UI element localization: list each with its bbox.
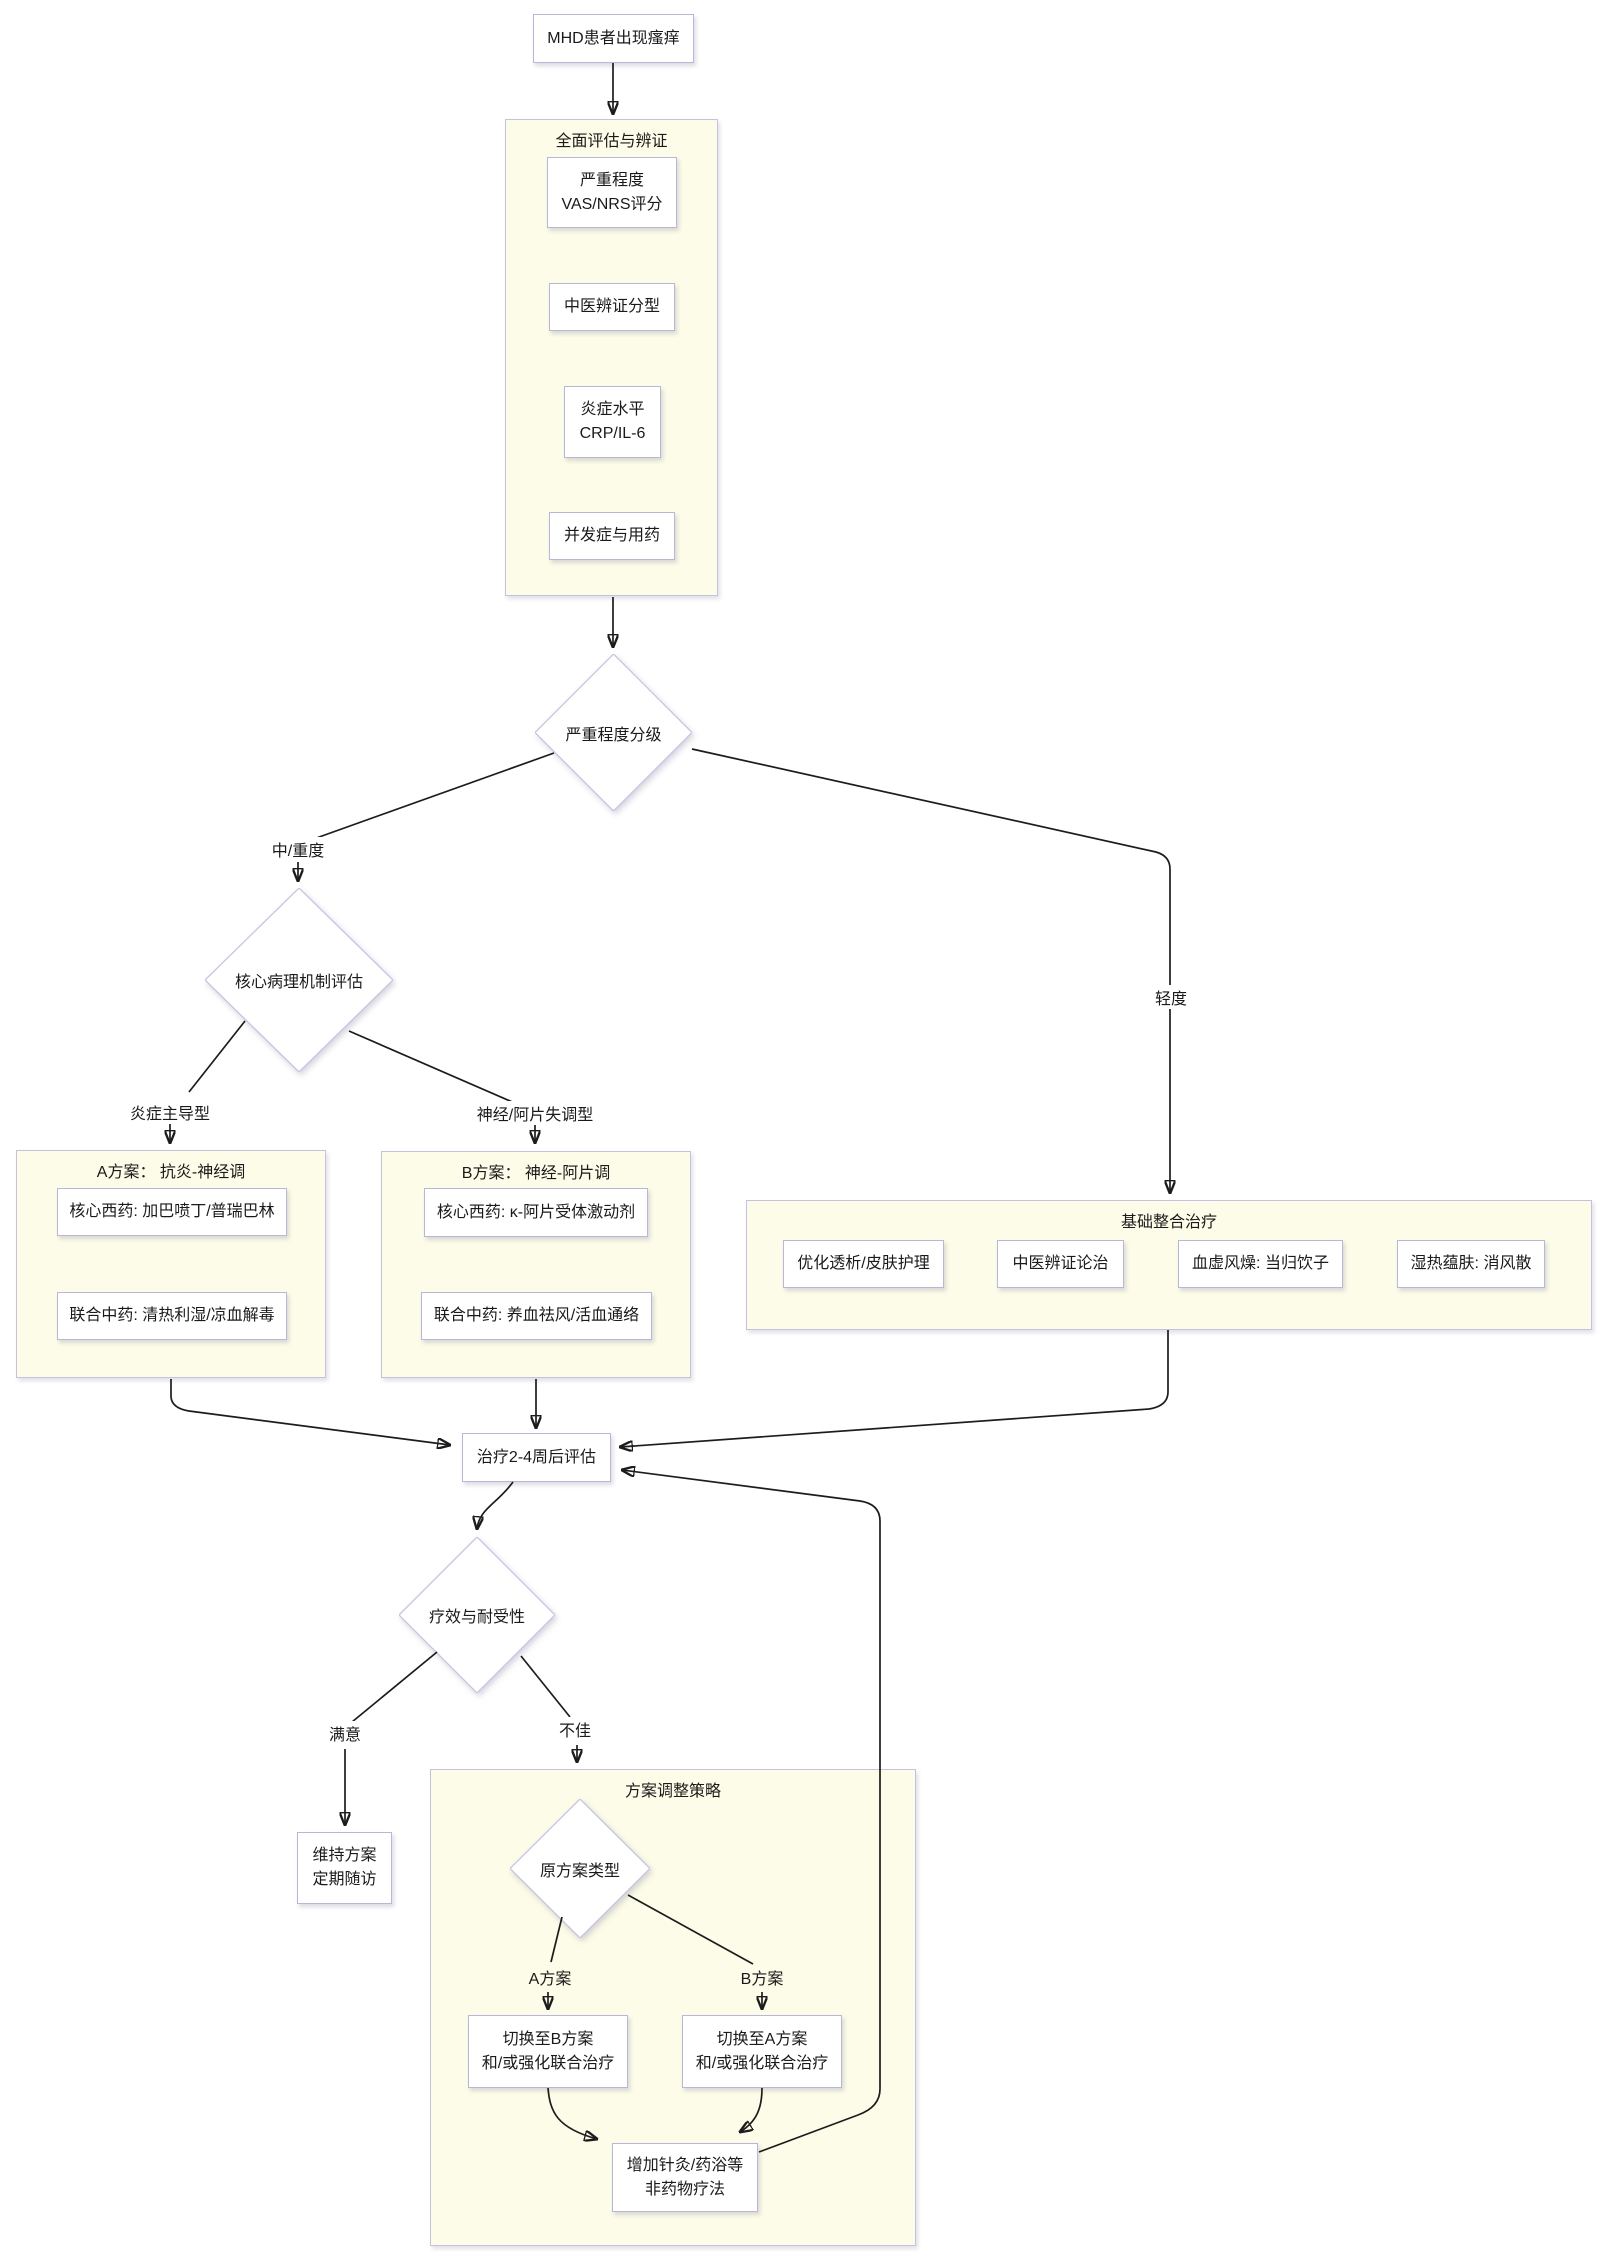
node-inflammation-level: 炎症水平 CRP/IL-6: [564, 386, 661, 458]
edge-label-plan-b: B方案: [740, 1971, 784, 1988]
switch-to-plan-b-line2: 和/或强化联合治疗: [481, 2054, 615, 2072]
edge-label-satisfied: 满意: [325, 1721, 365, 1745]
node-dialysis-skin-care: 优化透析/皮肤护理: [783, 1240, 944, 1288]
node-non-pharmacological: 增加针灸/药浴等 非药物疗法: [612, 2143, 758, 2212]
decision-efficacy-tolerability: 疗效与耐受性: [399, 1537, 555, 1693]
tcm-syndrome-typing-label: 中医辨证分型: [563, 298, 660, 315]
node-blood-deficiency: 血虚风燥: 当归饮子: [1178, 1240, 1343, 1288]
inflammation-line2: CRP/IL-6: [579, 425, 646, 442]
non-pharmacological-line2: 非药物疗法: [644, 2180, 725, 2198]
decision-original-plan-label: 原方案类型: [539, 1862, 620, 1880]
damp-heat-label: 湿热蕴肤: 消风散: [1410, 1255, 1532, 1272]
node-switch-to-plan-b: 切换至B方案 和/或强化联合治疗: [468, 2015, 628, 2088]
container-adjustment-strategy-title: 方案调整策略: [624, 1783, 721, 1800]
decision-efficacy-label: 疗效与耐受性: [428, 1609, 525, 1626]
node-comorbidity-medication: 并发症与用药: [549, 512, 675, 560]
node-plan-a-western-drug: 核心西药: 加巴喷丁/普瑞巴林: [57, 1188, 287, 1236]
dialysis-skin-care-label: 优化透析/皮肤护理: [797, 1255, 930, 1272]
container-plan-a: A方案： 抗炎-神经调: [16, 1150, 326, 1378]
edge-label-moderate-severe: 中/重度: [268, 837, 328, 861]
node-damp-heat: 湿热蕴肤: 消风散: [1397, 1240, 1545, 1288]
container-base-care-title: 基础整合治疗: [1120, 1214, 1217, 1231]
decision-core-mechanism-label: 核心病理机制评估: [234, 974, 363, 991]
switch-to-plan-b-line1: 切换至B方案: [502, 2030, 594, 2048]
evaluation-label: 治疗2-4周后评估: [476, 1448, 597, 1466]
non-pharmacological-line1: 增加针灸/药浴等: [626, 2156, 744, 2174]
decision-severity-grading: 严重程度分级: [535, 654, 692, 811]
edge-label-inflammatory: 炎症主导型: [126, 1100, 214, 1124]
container-assessment-title: 全面评估与辨证: [555, 133, 668, 150]
node-plan-a-tcm: 联合中药: 清热利湿/凉血解毒: [57, 1292, 287, 1340]
diamond-shape: [205, 888, 393, 1072]
node-tcm-treatment: 中医辨证论治: [997, 1240, 1124, 1288]
blood-deficiency-label: 血虚风燥: 当归饮子: [1192, 1255, 1329, 1272]
switch-to-plan-a-line1: 切换至A方案: [716, 2030, 808, 2048]
maintain-line1: 维持方案: [312, 1847, 377, 1864]
plan-b-tcm-label: 联合中药: 养血祛风/活血通络: [433, 1307, 640, 1324]
node-evaluation-2-4-weeks: 治疗2-4周后评估: [462, 1433, 611, 1482]
diamond-shape: [399, 1537, 555, 1693]
inflammation-line1: 炎症水平: [580, 401, 645, 418]
edge-label-plan-a: A方案: [528, 1971, 572, 1988]
severity-score-line1: 严重程度: [579, 171, 644, 189]
decision-severity-grading-label: 严重程度分级: [565, 726, 662, 744]
node-tcm-syndrome-typing: 中医辨证分型: [549, 283, 675, 331]
node-plan-b-tcm: 联合中药: 养血祛风/活血通络: [421, 1292, 652, 1340]
severity-score-line2: VAS/NRS评分: [561, 195, 663, 213]
decision-original-plan-type: 原方案类型: [510, 1799, 650, 1938]
comorbidity-medication-label: 并发症与用药: [563, 527, 660, 544]
container-plan-b-title: B方案： 神经-阿片调: [461, 1165, 611, 1182]
switch-to-plan-a-line2: 和/或强化联合治疗: [695, 2054, 829, 2072]
node-plan-b-western-drug: 核心西药: κ-阿片受体激动剂: [424, 1188, 648, 1237]
node-switch-to-plan-a: 切换至A方案 和/或强化联合治疗: [682, 2015, 842, 2088]
plan-b-western-drug-label: 核心西药: κ-阿片受体激动剂: [436, 1203, 636, 1221]
plan-a-western-drug-label: 核心西药: 加巴喷丁/普瑞巴林: [69, 1203, 275, 1220]
decision-core-mechanism: 核心病理机制评估: [205, 888, 393, 1072]
edge-label-mild: 轻度: [1151, 985, 1191, 1009]
plan-a-tcm-label: 联合中药: 清热利湿/凉血解毒: [69, 1307, 275, 1324]
node-start: MHD患者出现瘙痒: [533, 14, 694, 63]
edge-label-poor: 不佳: [555, 1717, 595, 1741]
container-plan-b: B方案： 神经-阿片调: [381, 1151, 691, 1378]
edge-label-neuro-opioid: 神经/阿片失调型: [473, 1101, 597, 1125]
node-maintain-plan: 维持方案 定期随访: [297, 1832, 392, 1904]
maintain-line2: 定期随访: [312, 1871, 377, 1888]
container-plan-a-title: A方案： 抗炎-神经调: [96, 1164, 246, 1181]
node-severity-score: 严重程度 VAS/NRS评分: [547, 157, 677, 228]
node-start-label: MHD患者出现瘙痒: [547, 29, 680, 47]
diamond-shape: [535, 654, 692, 811]
tcm-treatment-label: 中医辨证论治: [1012, 1255, 1109, 1272]
